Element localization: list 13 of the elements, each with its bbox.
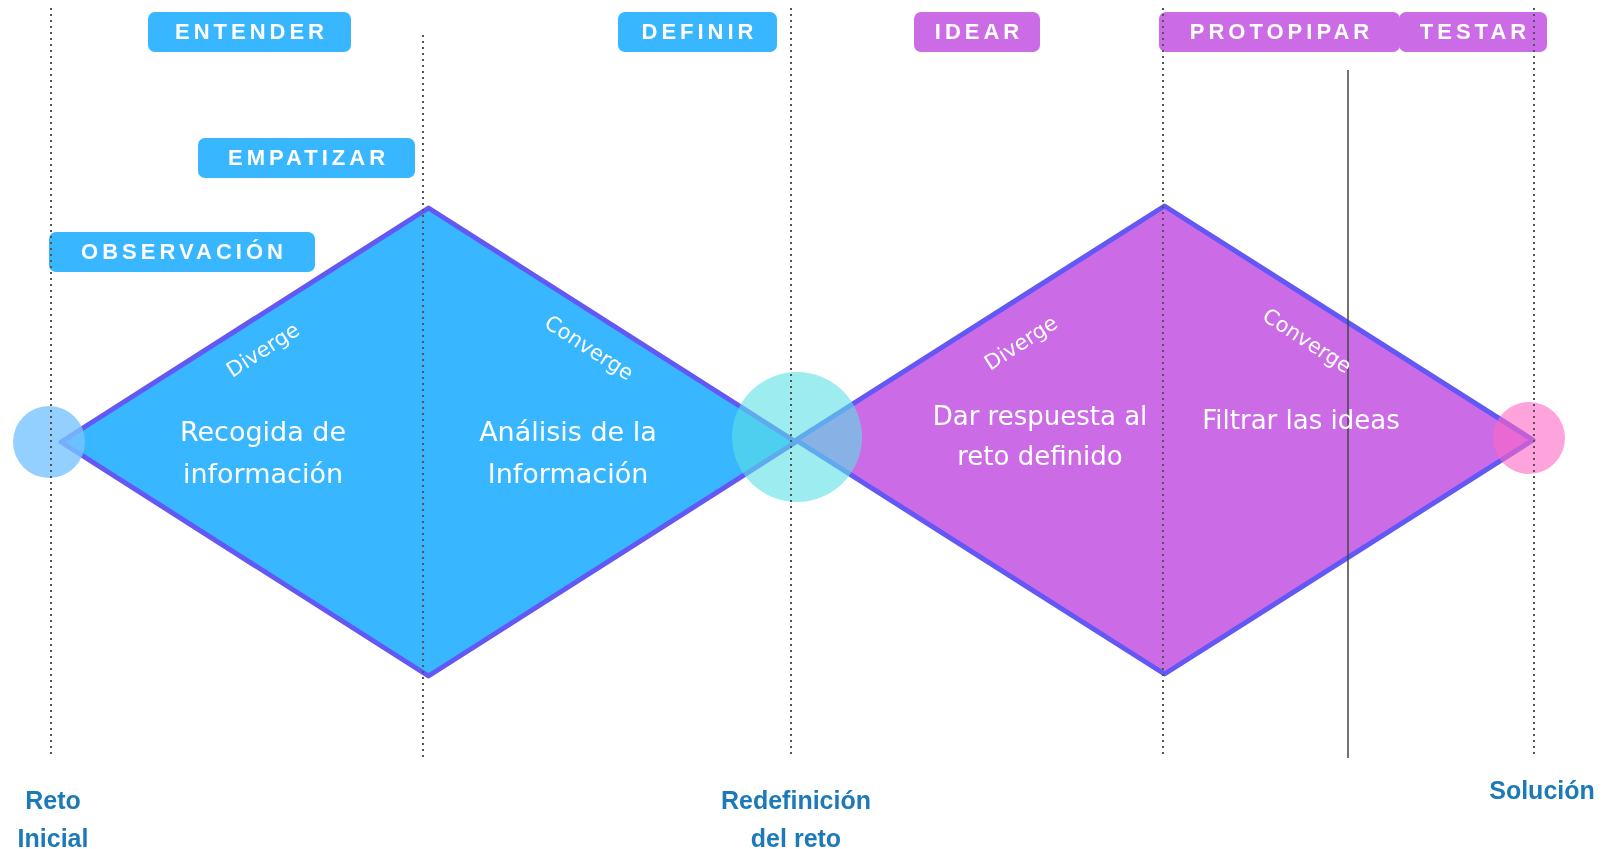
phase-description: Recogida de información [178,415,348,491]
phase-description: Análisis de la Información [478,415,658,491]
phase-tag: OBSERVACIÓN [49,232,315,272]
phase-tag: TESTAR [1399,12,1547,52]
phase-tag: PROTOPIPAR [1159,12,1400,52]
phase-description: Dar respuesta al reto definido [931,399,1149,473]
phase-tag: ENTENDER [148,12,351,52]
milestone-label: Redefinición del reto [720,785,872,849]
phase-tag: DEFINIR [618,12,777,52]
milestone-label: Reto Inicial [16,785,90,849]
phase-tag: EMPATIZAR [198,138,415,178]
milestone-label: Solución [1489,775,1595,806]
phase-tag: IDEAR [914,12,1040,52]
